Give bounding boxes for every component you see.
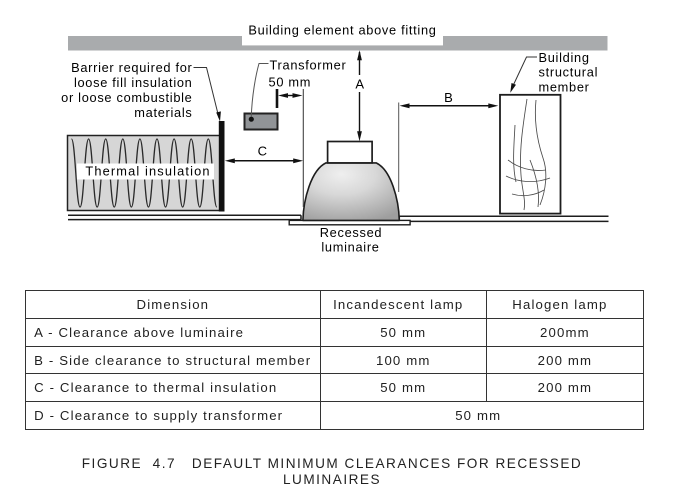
svg-text:loose fill insulation: loose fill insulation (74, 75, 193, 90)
svg-text:Recessed: Recessed (320, 225, 383, 240)
svg-text:luminaire: luminaire (321, 240, 379, 255)
svg-text:50 mm: 50 mm (269, 74, 312, 89)
svg-text:B: B (444, 90, 453, 105)
svg-text:member: member (539, 80, 590, 95)
svg-text:A: A (355, 76, 364, 91)
svg-text:structural: structural (539, 65, 599, 80)
svg-text:Transformer: Transformer (270, 57, 347, 72)
svg-text:Barrier required for: Barrier required for (71, 60, 192, 75)
svg-text:Building: Building (539, 50, 590, 65)
svg-text:materials: materials (134, 105, 192, 120)
svg-text:Thermal insulation: Thermal insulation (85, 163, 210, 178)
svg-text:or loose combustible: or loose combustible (61, 90, 192, 105)
svg-text:Building element above fitting: Building element above fitting (248, 23, 436, 38)
svg-text:C: C (258, 144, 267, 159)
